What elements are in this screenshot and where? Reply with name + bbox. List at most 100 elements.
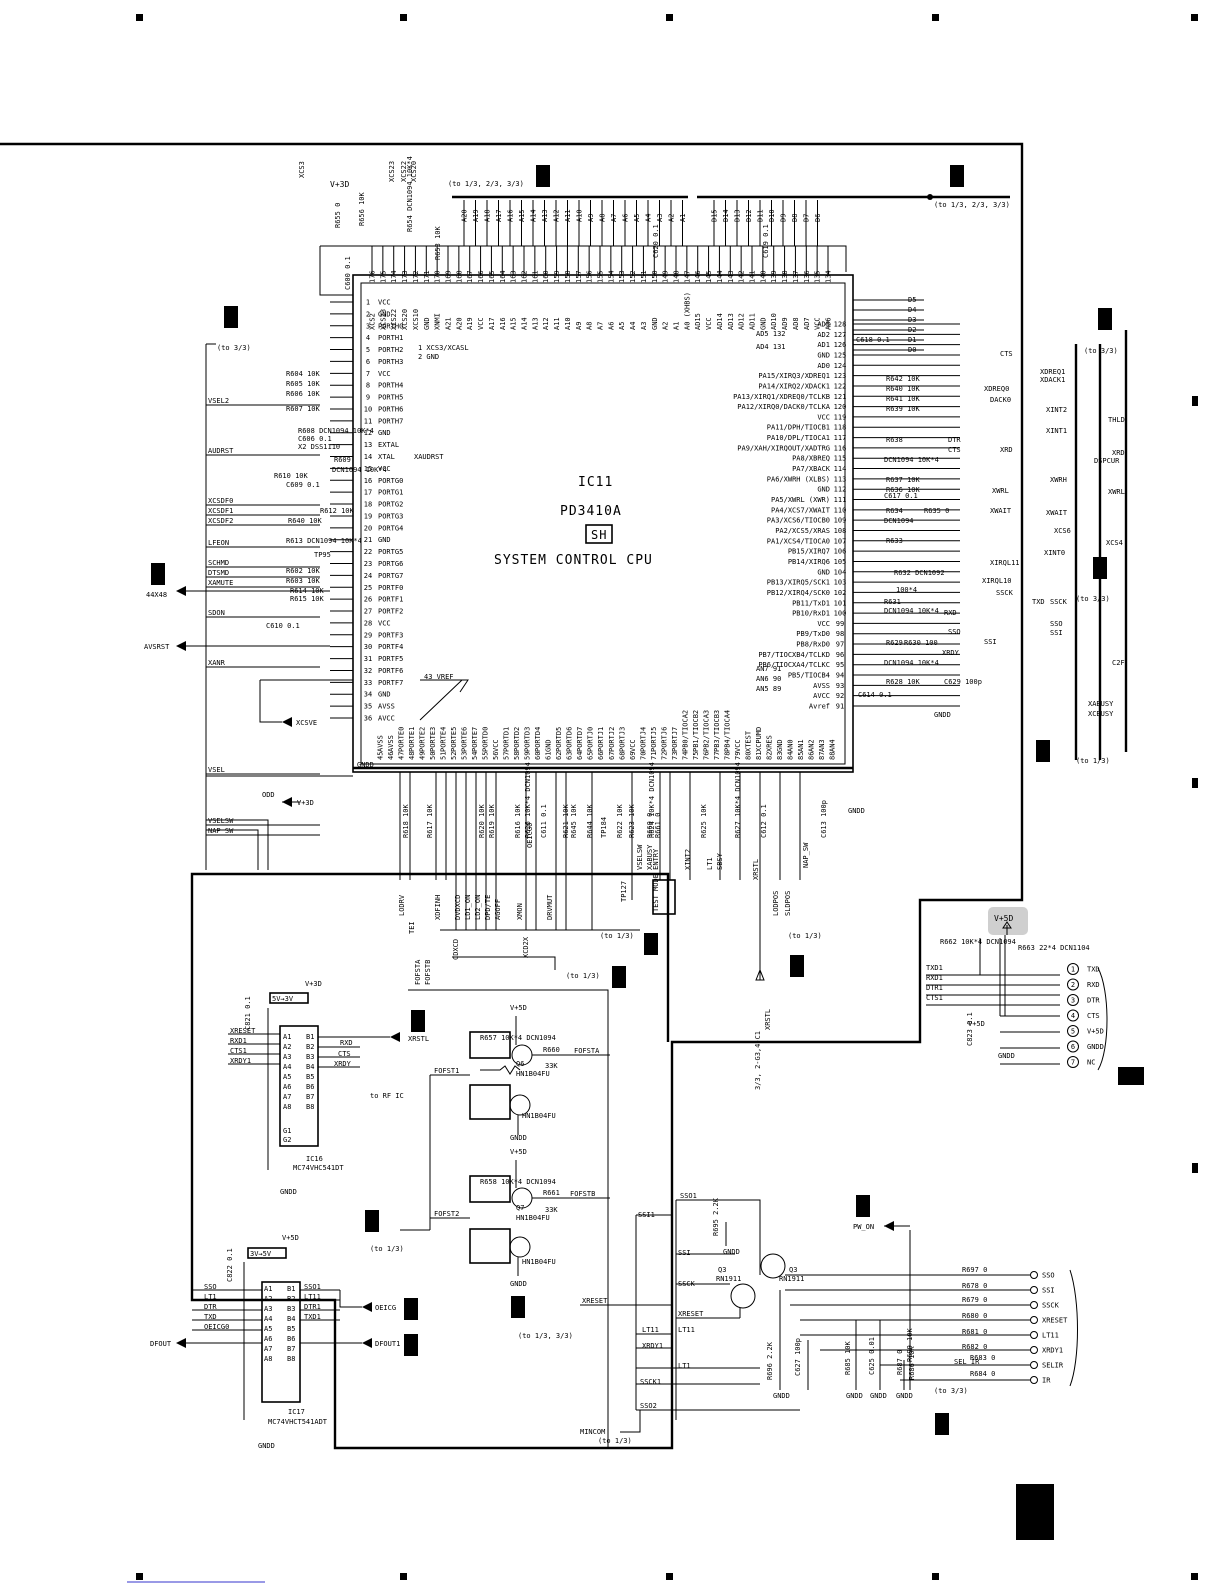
conn-r-right: R663 22*4 DCN1104 (1018, 944, 1090, 952)
ic11-left-pin-num: 11 (364, 417, 372, 425)
ic11-top-pin-num: 164 (499, 270, 507, 283)
ic11-right-pin: PA13/XIRQ1/XDREQ0/TCLKB (733, 393, 830, 401)
br-component-label: R696 2.2K (766, 1341, 774, 1380)
top-component-label: XCS23 (388, 161, 396, 182)
ic11-right-pin: GND (817, 486, 830, 494)
tr-gnd-2: GNDD (510, 1280, 527, 1288)
ic17-level: 3V→5V (250, 1250, 272, 1258)
ic11-top-pin-num: 138 (781, 270, 789, 283)
serial-connector (926, 930, 1108, 1071)
ic11-left-pin: VCC (378, 619, 391, 627)
ic16-pin: A8 (283, 1103, 291, 1111)
ic11-top-pin: GND (423, 317, 431, 330)
ic11-right-pin: Avref (809, 703, 830, 711)
ic16-pin: A2 (283, 1043, 291, 1051)
ic11-an-label: AD4 131 (756, 343, 786, 351)
ic16-level-box (269, 992, 309, 1004)
ic11-top-pin-num: 163 (510, 270, 518, 283)
ic11-bottom-pin: PB2/TIOCA3 (702, 710, 710, 752)
ic16-pin: A4 (283, 1063, 291, 1071)
bottom-net: DPD/TE (484, 895, 492, 920)
ic11-left-pin-num: 6 (366, 358, 370, 366)
left-component-label: R606 10K (286, 390, 321, 398)
ic11-top-pin-num: 169 (445, 270, 453, 283)
right-net: XWRH (1050, 476, 1067, 484)
connector-pin-num: 1 (1071, 966, 1075, 974)
connector-input: DTR1 (926, 984, 943, 992)
ic11-left-pin: PORTF4 (378, 643, 403, 651)
ic11-top-pin-num: 176 (369, 270, 377, 283)
top-component-label: C600 0.1 (344, 256, 352, 290)
right-component-label: R641 10K (886, 395, 921, 403)
br-gnd-1: GNDD (723, 1248, 740, 1256)
bottom-component-label: R618 10K (402, 803, 410, 838)
connector-pin-label: V+5D (1087, 1028, 1104, 1036)
right-component-label: R637 10K (886, 476, 921, 484)
right-net: DTR (948, 436, 961, 444)
ic11-bottom-pin: AN3 (818, 739, 826, 752)
ic11-top-pin-num: 152 (629, 270, 637, 283)
bottom-component-label: R626 10K*4 DCN1094 (524, 762, 532, 838)
left-component-label: R612 10K (320, 507, 355, 515)
br-component-label: C625 0.01 (868, 1337, 876, 1375)
bottom-component-label: R645 10K (570, 803, 578, 838)
right-component-label: C629 100p (944, 678, 982, 686)
pw-on-label: PW_ON (853, 1223, 874, 1231)
ic11-left-pin: VCC (378, 465, 391, 473)
ic11-top-pin: A19 (466, 317, 474, 330)
br-output-terminal (1030, 1376, 1038, 1384)
ic11-left-pin: PORTF2 (378, 608, 403, 616)
ic11-bottom-pin-num: 79 (734, 752, 742, 760)
ic11-right-pin-num: 120 (834, 403, 847, 411)
ic11-left-pin: PORTG2 (378, 501, 403, 509)
ic17-net: OEICG (375, 1304, 396, 1312)
ic17-pin: A6 (264, 1335, 272, 1343)
ic11-left-pin: PORTG6 (378, 560, 403, 568)
bottom-net: XCD2X (522, 936, 530, 958)
br-output-label: SSO (1042, 1272, 1055, 1280)
ic11-bottom-pin: PB1/TIOCB2 (692, 710, 700, 752)
ic11-top-pin-num: 172 (412, 270, 420, 283)
ic17-net: SSO (204, 1283, 217, 1291)
ic11-bottom-pin: GND (776, 739, 784, 752)
connector-pin-num: 4 (1071, 1012, 1075, 1020)
ic11-bottom-pin: PB3/TIOCB3 (713, 710, 721, 752)
ic11-top-pin-num: 168 (455, 270, 463, 283)
ic11-right-pin: PB11/TxD1 (792, 599, 830, 607)
ic11-top-pin: A3 (640, 322, 648, 330)
label-mincom: MINCOM (580, 1428, 605, 1436)
ic16-net: XRESET (230, 1027, 256, 1035)
q6-label: Q6 (516, 1060, 524, 1068)
ic11-right-pin: PA4/XCS7/XWAIT (771, 506, 831, 514)
ic11-left-pin: PORTH0 (378, 322, 403, 330)
label-odd: ODD (262, 791, 275, 799)
left-component-label: DCN1094 10K*4 (332, 466, 387, 474)
ic11-bottom-pin: PORTD2 (513, 727, 521, 752)
ic17-part: MC74VHCT541ADT (268, 1418, 328, 1426)
top-component-label: R654 DCN1094 10K*4 (406, 156, 414, 232)
ic11-right-pin: PA8/XBREQ (792, 455, 830, 463)
ic16-net: CTS (338, 1050, 351, 1058)
ic11-right-pin-num: 101 (834, 599, 847, 607)
ic11-right-pin-num: 121 (834, 393, 847, 401)
ic11-right-pin-num: 100 (834, 610, 847, 618)
bottom-component-label: R661 0 (654, 813, 662, 838)
right-net: C2F (1112, 659, 1125, 667)
ic11-bottom-pin-num: 55 (482, 752, 490, 760)
tr-v5-2: V+5D (510, 1148, 527, 1156)
bottom-component-label: R624 10K*4 DCN1094 (648, 762, 656, 838)
ic11-left-pin: GND (378, 536, 391, 544)
br-net: XRESET (678, 1310, 704, 1318)
ic11-left-pin: PORTH3 (378, 358, 403, 366)
ic11-right-pin: AVSS (813, 682, 830, 690)
ic11-right-pin-num: 98 (836, 630, 844, 638)
right-net: XRDY (942, 649, 960, 657)
ic16-net: RXD1 (230, 1037, 247, 1045)
ic11-left-pin: XTAL (378, 453, 395, 461)
ic11-right-pin: PB5/TIOCB4 (788, 672, 830, 680)
port-44x48: 44X48 (146, 591, 167, 599)
right-net: XCS4 (1106, 539, 1123, 547)
ic11-left-pin-num: 2 (366, 310, 370, 318)
